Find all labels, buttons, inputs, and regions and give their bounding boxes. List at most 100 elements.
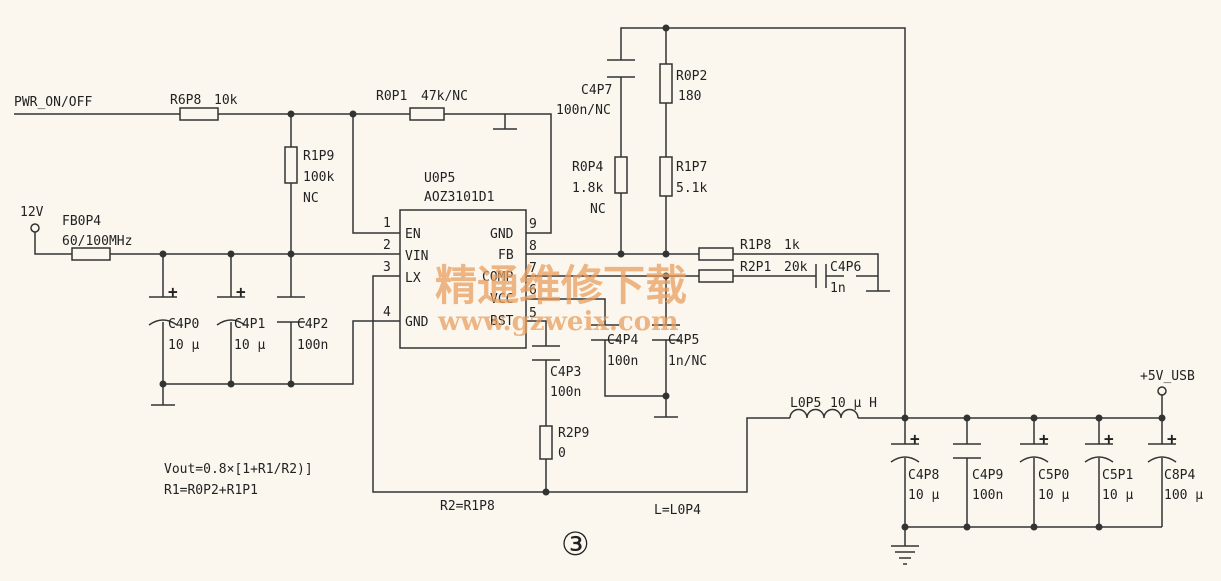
svg-text:+: + <box>1039 429 1049 448</box>
ic-pin-num: 6 <box>529 283 537 298</box>
note-label: NC <box>303 191 319 206</box>
value-label: 10 μ H <box>830 396 877 411</box>
ic-pin-num: 2 <box>383 238 391 253</box>
ref-label: R0P2 <box>676 69 707 84</box>
ground-icon <box>891 545 919 565</box>
resistor-r1p9 <box>284 146 298 184</box>
ic-pin-name: GND <box>490 227 514 242</box>
resistor-r0p2 <box>659 63 673 104</box>
capacitors: + + <box>148 59 1177 463</box>
value-label: 1k <box>784 238 800 253</box>
ref-label: R0P1 <box>376 89 407 104</box>
ic-pin-num: 5 <box>529 306 537 321</box>
ic-pin-name: BST <box>490 314 514 329</box>
capacitor-c5p1: + <box>1084 429 1114 463</box>
resistor-r6p8 <box>179 107 219 121</box>
component-labels: R6P8 10k R0P1 47k/NC R1P9 100k NC FB0P4 … <box>62 69 1203 503</box>
inductor-l0p5 <box>789 408 859 419</box>
ref-label: FB0P4 <box>62 214 101 229</box>
capacitor-c4p4 <box>591 324 619 341</box>
ref-label: C8P4 <box>1164 468 1195 483</box>
value-label: 1.8k <box>572 181 603 196</box>
ground-symbols <box>151 128 919 565</box>
terminal-12v-icon <box>30 223 40 233</box>
resistor-r0p1 <box>409 107 445 121</box>
ref-label: R0P4 <box>572 160 603 175</box>
value-label: 10 μ <box>168 338 199 353</box>
ic-pin-num: 1 <box>383 216 391 231</box>
value-label: 10k <box>214 93 238 108</box>
junction-dots <box>159 24 1166 531</box>
value-label: 100n <box>297 338 328 353</box>
ref-label: R2P9 <box>558 426 589 441</box>
ref-label: C4P5 <box>668 333 699 348</box>
value-label: 100n <box>607 354 638 369</box>
capacitor-c4p6 <box>815 264 827 288</box>
value-label: 20k <box>784 260 808 275</box>
svg-text:+: + <box>1167 429 1177 448</box>
capacitor-c4p2 <box>277 296 305 323</box>
ic-pin-name: LX <box>405 271 421 286</box>
ic-pin-num: 4 <box>383 305 391 320</box>
svg-text:+: + <box>168 282 178 301</box>
capacitor-c4p0: + <box>148 282 178 326</box>
ref-label: C4P7 <box>581 83 612 98</box>
watermark-title: 精通维修下载 <box>435 261 687 310</box>
ref-label: R1P9 <box>303 149 334 164</box>
value-label: 180 <box>678 89 701 104</box>
net-label-5v-usb: +5V_USB <box>1140 369 1195 384</box>
capacitor-c4p8: + <box>890 429 920 463</box>
ref-label: C5P1 <box>1102 468 1133 483</box>
l-definition-note: L=L0P4 <box>654 503 701 518</box>
ic-pin-name: VCC <box>490 292 513 307</box>
net-label-12v: 12V <box>20 205 44 220</box>
ref-label: L0P5 <box>790 396 821 411</box>
ic-pin-name: GND <box>405 315 429 330</box>
ic-u0p5: U0P5 AOZ3101D1 1 EN 2 VIN 3 LX 4 GND 9 G… <box>383 171 537 349</box>
r2-definition-note: R2=R1P8 <box>440 499 495 514</box>
ic-part: AOZ3101D1 <box>424 190 494 205</box>
svg-text:+: + <box>910 429 920 448</box>
ic-pin-name: EN <box>405 227 421 242</box>
resistor-r1p7 <box>659 156 673 197</box>
note-label: NC <box>590 202 606 217</box>
resistor-r1p8 <box>698 247 734 261</box>
capacitor-c8p4: + <box>1147 429 1177 463</box>
ref-label: C4P3 <box>550 365 581 380</box>
ref-label: C4P2 <box>297 317 328 332</box>
value-label: 100n <box>550 385 581 400</box>
ref-label: C4P8 <box>908 468 939 483</box>
ic-pin-num: 8 <box>529 239 537 254</box>
capacitor-c4p3 <box>532 345 560 361</box>
resistors <box>71 63 734 460</box>
capacitor-c4p1: + <box>216 282 246 326</box>
figure-number: ③ <box>561 525 590 563</box>
value-label: 100k <box>303 170 334 185</box>
net-label-pwr-on-off: PWR_ON/OFF <box>14 95 92 110</box>
resistor-r2p9 <box>539 425 553 460</box>
value-label: 100n <box>972 488 1003 503</box>
ic-pin-name: VIN <box>405 249 428 264</box>
watermark-url: www.gzweix.com <box>437 307 679 337</box>
ref-label: C4P0 <box>168 317 199 332</box>
ref-label: R2P1 <box>740 260 771 275</box>
ic-pin-name: FB <box>498 248 514 263</box>
resistor-r2p1 <box>698 269 734 283</box>
svg-text:+: + <box>236 282 246 301</box>
ic-ref: U0P5 <box>424 171 455 186</box>
value-label: 5.1k <box>676 181 707 196</box>
value-label: 0 <box>558 446 566 461</box>
ref-label: C4P6 <box>830 260 861 275</box>
value-label: 10 μ <box>234 338 265 353</box>
value-label: 60/100MHz <box>62 234 132 249</box>
formula-note: Vout=0.8×[1+R1/R2)] <box>164 462 313 477</box>
capacitor-c4p5 <box>652 324 680 341</box>
ref-label: R1P8 <box>740 238 771 253</box>
ref-label: R1P7 <box>676 160 707 175</box>
ref-label: C4P4 <box>607 333 638 348</box>
value-label: 47k/NC <box>421 89 468 104</box>
ref-label: R6P8 <box>170 93 201 108</box>
resistor-r0p4 <box>614 156 628 194</box>
svg-text:+: + <box>1104 429 1114 448</box>
